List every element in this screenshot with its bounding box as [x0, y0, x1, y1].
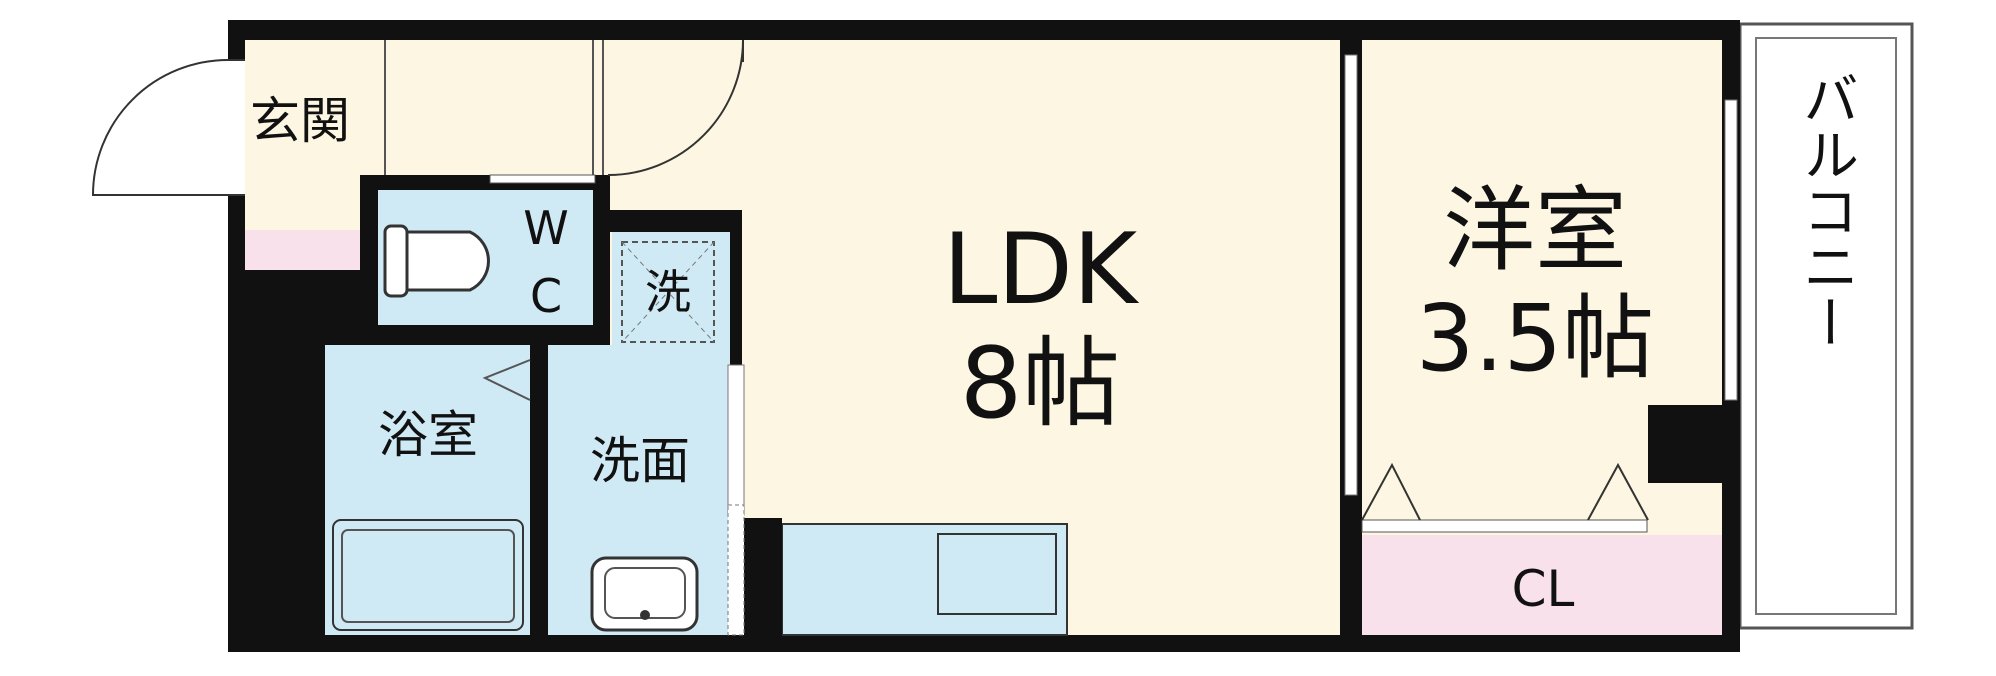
wash-basin-icon [590, 556, 699, 632]
balcony-area [1738, 22, 1914, 630]
ldk-name-label: LDK [943, 213, 1140, 327]
kitchen-counter [781, 523, 1068, 636]
closet-floor [1362, 535, 1722, 635]
balcony-label: バルコニー [1794, 70, 1859, 350]
bathtub-icon [332, 519, 524, 631]
bath-mirror-icon [482, 359, 531, 401]
closet-door-left [1361, 462, 1421, 521]
wc-label-bottom: C [530, 269, 562, 323]
western-size-label: 3.5帖 [1416, 285, 1654, 392]
entrance-door-swing [91, 59, 229, 196]
toilet-icon [383, 224, 490, 298]
washer-floor [612, 232, 730, 362]
hall-door-swing [607, 39, 744, 176]
washer-pan-icon [621, 241, 715, 343]
closet-door-right [1587, 462, 1649, 521]
western-name-label: 洋室 [1443, 177, 1627, 284]
bath-label: 浴室 [378, 406, 478, 464]
wc-label-top: W [523, 201, 568, 255]
kitchen-sink [937, 533, 1057, 615]
ldk-size-label: 8帖 [960, 327, 1120, 441]
washer-label: 洗 [645, 265, 691, 319]
closet-label: CL [1512, 560, 1575, 618]
entrance-label: 玄関 [250, 92, 350, 150]
washroom-label: 洗面 [590, 432, 690, 490]
